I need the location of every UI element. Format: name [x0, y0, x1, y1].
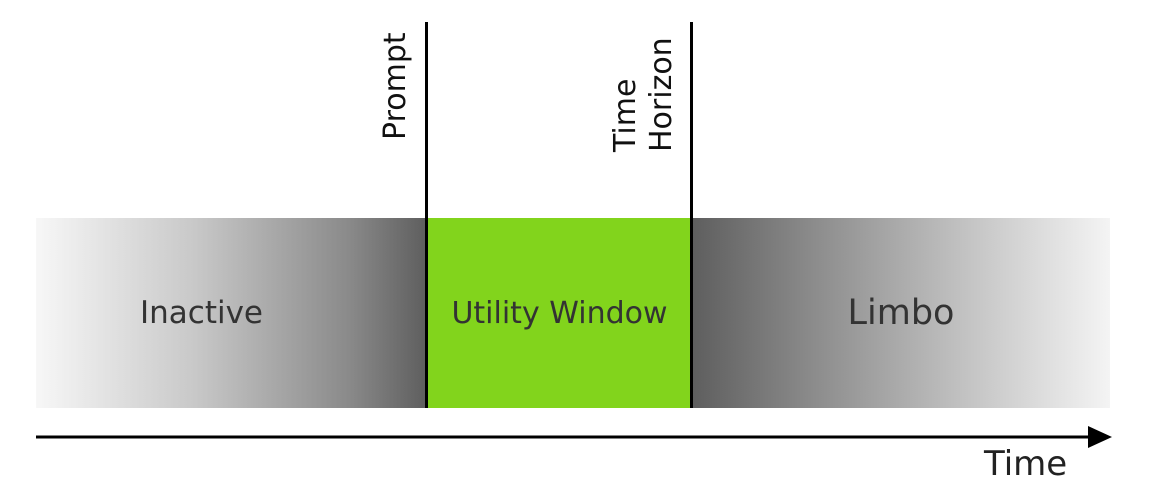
prompt-marker-label: Prompt	[378, 32, 413, 140]
arrow-head-icon	[1088, 426, 1112, 448]
prompt-marker-line	[425, 22, 428, 408]
utility-window-region: Utility Window	[427, 218, 692, 408]
time-horizon-label-line1: Time	[608, 78, 643, 152]
time-axis-arrow	[36, 426, 1112, 448]
time-axis-label: Time	[984, 444, 1068, 484]
inactive-label: Inactive	[139, 295, 264, 331]
time-horizon-label-line2: Horizon	[644, 37, 679, 152]
limbo-label: Limbo	[847, 293, 955, 333]
inactive-region: Inactive	[36, 218, 427, 408]
time-horizon-marker-line	[690, 22, 693, 408]
time-horizon-marker-label: Time Horizon	[608, 37, 680, 152]
limbo-region: Limbo	[692, 218, 1110, 408]
utility-window-label: Utility Window	[451, 295, 668, 331]
